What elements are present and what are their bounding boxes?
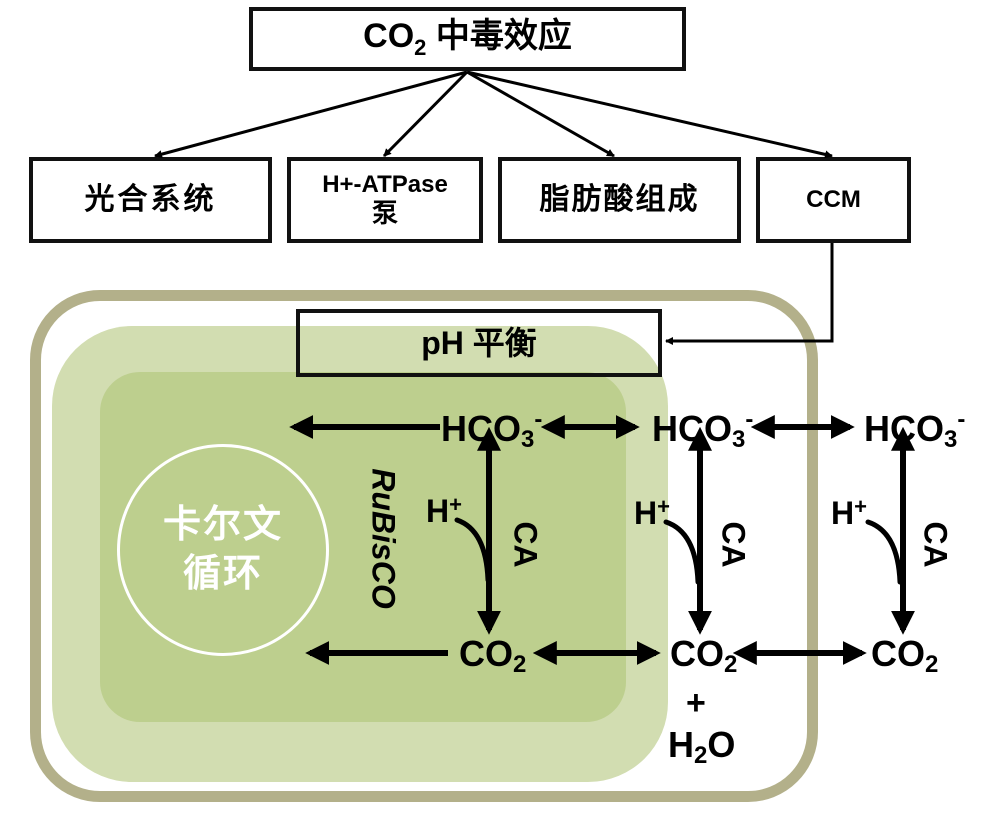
co2-toxicity-title: CO2 中毒效应 — [363, 17, 572, 61]
ph-balance-box: pH 平衡 — [296, 309, 662, 377]
rubisco-label: RuBisCO — [365, 468, 402, 609]
arrow-to-h-atpase — [382, 70, 469, 158]
calvin-cycle-label-line2: 循环 — [182, 553, 263, 595]
water: H2O — [668, 724, 736, 769]
arrow-to-photosystem — [154, 70, 468, 159]
arrow-to-fatty-acid — [466, 70, 615, 158]
effect-box-photosystem: 光合系统 — [29, 157, 272, 243]
hco3-cytosol: HCO3- — [652, 406, 754, 453]
co2-external: CO2 — [871, 633, 939, 678]
calvin-cycle: 卡尔文 循环 — [117, 444, 329, 656]
ca-label-external: CA — [917, 521, 954, 568]
arrow-to-ccm — [466, 70, 833, 159]
proton-external: H+ — [831, 494, 867, 531]
plus-sign: + — [686, 684, 706, 722]
effect-box-h-atpase-pump: H+-ATPase 泵 — [287, 157, 483, 243]
effect-box-fatty-acid-composition: 脂肪酸组成 — [498, 157, 741, 243]
proton-cytosol: H+ — [634, 494, 670, 531]
proton-curve-cytosol — [663, 519, 701, 585]
co2-cytosol: CO2 — [670, 633, 738, 678]
hco3-external: HCO3- — [864, 406, 966, 453]
co2-toxicity-box: CO2 中毒效应 — [249, 7, 686, 71]
proton-curve-chloroplast — [454, 517, 491, 583]
calvin-cycle-label-line1: 卡尔文 — [162, 503, 283, 546]
proton-curve-external — [865, 519, 903, 585]
co2-chloroplast: CO2 — [459, 633, 527, 678]
ca-label-chloroplast: CA — [507, 521, 544, 568]
effect-box-ccm: CCM — [756, 157, 911, 243]
ccm-to-ph-connector — [665, 243, 834, 345]
proton-chloroplast: H+ — [426, 492, 462, 529]
ca-label-cytosol: CA — [715, 521, 752, 568]
hco3-chloroplast: HCO3- — [441, 406, 543, 453]
